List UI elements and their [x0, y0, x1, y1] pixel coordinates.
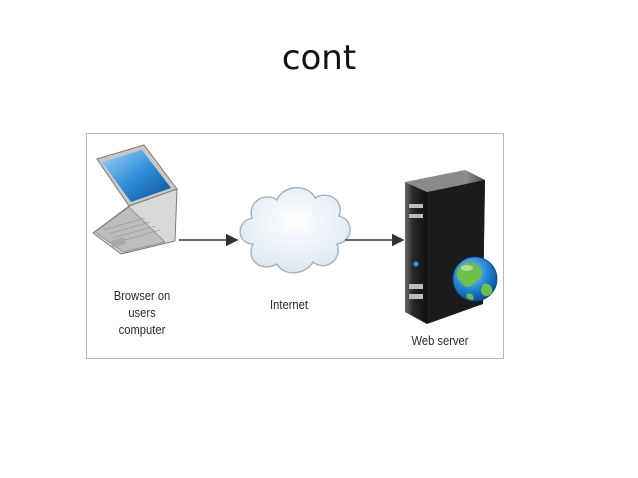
diagram-canvas: [92, 144, 498, 324]
laptop-label-line: computer: [118, 322, 166, 337]
cloud-icon: [239, 187, 351, 274]
diagram-frame: Browser on users computer Internet Web s…: [86, 133, 504, 359]
laptop-label-line: Browser on: [113, 288, 171, 303]
laptop-icon: [92, 144, 178, 255]
internet-label-line: Internet: [270, 297, 308, 312]
slide-title: cont: [281, 38, 357, 78]
internet-label: Internet: [250, 296, 327, 313]
server-label: Web server: [401, 332, 478, 349]
globe-icon: [452, 256, 498, 302]
server-label-line: Web server: [411, 333, 469, 348]
laptop-label: Browser on users computer: [103, 287, 180, 338]
laptop-label-line: users: [128, 305, 156, 320]
